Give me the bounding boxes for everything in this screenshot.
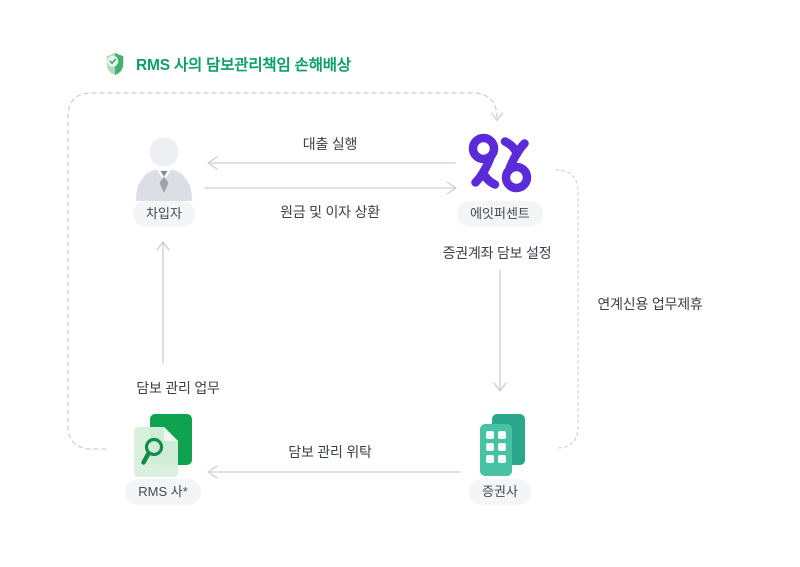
diagram-title: RMS 사의 담보관리책임 손해배상 xyxy=(104,52,351,76)
eightpercent-label: 에잇퍼센트 xyxy=(457,201,543,227)
arrowhead-right-icon xyxy=(446,181,457,195)
management-work-arrow xyxy=(156,241,170,364)
repayment-arrow xyxy=(204,181,457,195)
partnership-label: 연계신용 업무제휴 xyxy=(597,296,703,312)
collateral-setup-arrow xyxy=(493,269,507,392)
eightpercent-logo-icon xyxy=(468,133,532,193)
shield-check-icon xyxy=(106,53,124,75)
title-text: RMS 사의 담보관리책임 손해배상 xyxy=(136,57,351,74)
securities-firm-label: 증권사 xyxy=(469,479,531,505)
document-search-icon xyxy=(134,414,192,477)
arrowhead-down-icon xyxy=(490,112,504,122)
dashed-liability-arrow xyxy=(67,92,504,450)
arrowhead-left-icon xyxy=(207,465,218,479)
person-icon xyxy=(136,137,192,201)
borrower-label: 차입자 xyxy=(133,201,195,227)
consignment-arrow xyxy=(207,465,461,479)
rms-label: RMS 사* xyxy=(125,479,201,505)
repayment-label: 원금 및 이자 상환 xyxy=(280,204,380,220)
dashed-partnership-bracket xyxy=(555,169,579,449)
loan-execution-arrow xyxy=(207,156,456,170)
building-icon xyxy=(480,414,525,476)
arrowhead-up-icon xyxy=(156,241,170,251)
arrowhead-left-icon xyxy=(207,156,218,170)
management-work-label: 담보 관리 업무 xyxy=(136,380,220,396)
arrowhead-down-icon xyxy=(493,382,507,392)
consignment-label: 담보 관리 위탁 xyxy=(288,444,372,460)
collateral-setup-label: 증권계좌 담보 설정 xyxy=(442,245,552,261)
loan-execution-label: 대출 실행 xyxy=(302,136,358,152)
